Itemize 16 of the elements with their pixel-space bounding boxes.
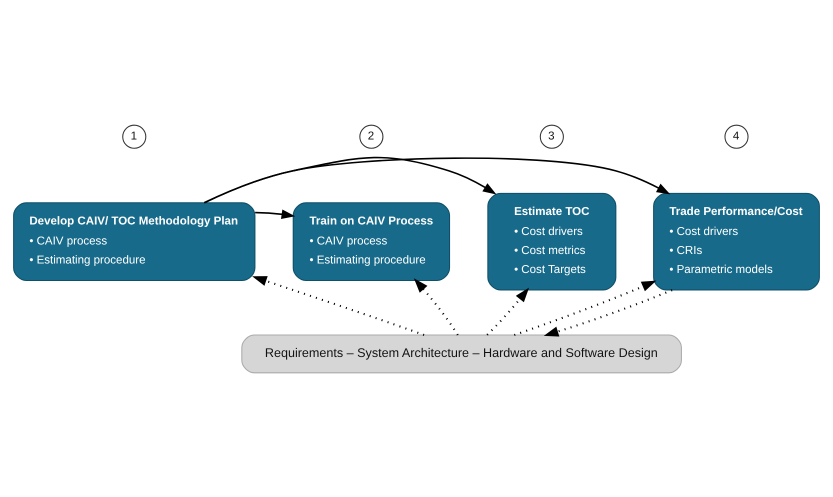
arrow	[486, 287, 530, 336]
node-box: Develop CAIV/ TOC Methodology Plan • CAIV process • Estimating procedure	[13, 202, 256, 280]
arrow	[255, 209, 296, 218]
arrow	[414, 278, 459, 336]
node-box: Requirements – System Architecture – Hardware and Software Design	[241, 334, 682, 373]
arrow	[514, 280, 656, 336]
arrow	[204, 156, 670, 203]
arrow	[252, 276, 424, 336]
arrow	[544, 288, 672, 336]
node-circle: 4	[724, 124, 749, 148]
node-box: Train on CAIV Process • CAIV process • Estimating procedure	[292, 202, 450, 280]
node-circle: 1	[122, 124, 146, 148]
node-circle: 2	[359, 124, 384, 148]
node-box: Estimate TOC • Cost drivers • Cost metrics • Cost Targets	[487, 192, 616, 290]
node-box: Trade Performance/Cost • Cost drivers • CRIs • Parametric models	[653, 192, 820, 290]
node-circle: 3	[540, 124, 564, 148]
